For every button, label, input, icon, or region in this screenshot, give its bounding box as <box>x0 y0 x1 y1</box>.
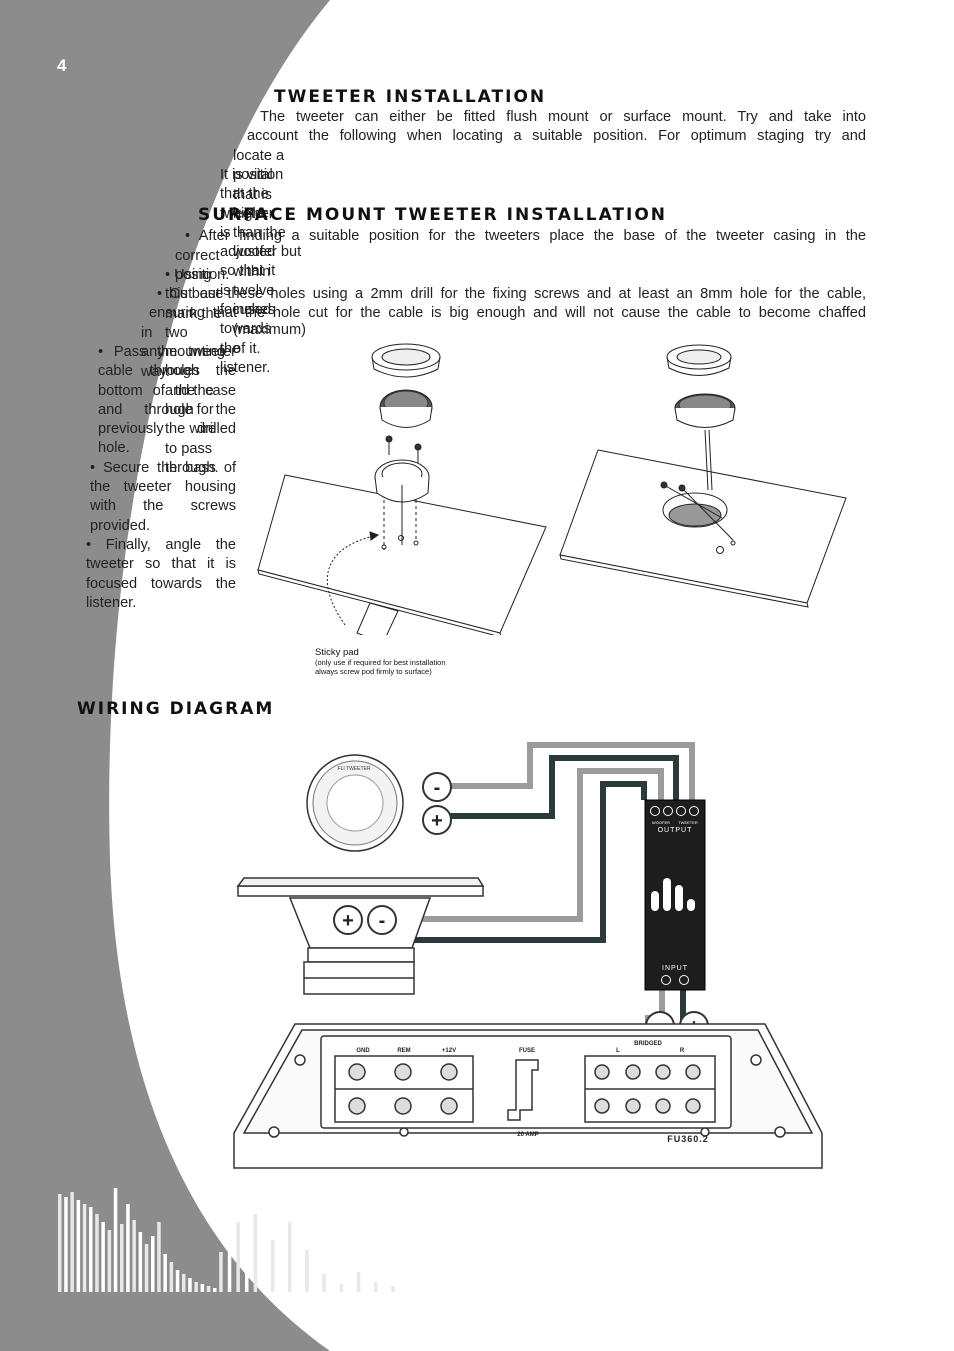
equalizer-bar <box>236 1222 240 1292</box>
equalizer-bar <box>213 1288 217 1292</box>
equalizer-bar <box>101 1222 105 1292</box>
side-steps: • Pass the tweeter cable through the bot… <box>86 343 236 613</box>
tweeter-brand-label: FLI TWEETER <box>338 766 371 772</box>
equalizer-bar <box>356 1272 361 1292</box>
equalizer-bar <box>107 1230 112 1292</box>
tweeter-installation-heading: Tweeter Installation <box>274 87 547 107</box>
side-step-3: • Finally, angle the tweeter so that it … <box>86 536 236 611</box>
amp-bridged-label: BRIDGED <box>634 1041 662 1047</box>
equalizer-bar <box>138 1232 143 1292</box>
tweeter-line-1: The tweeter can either be fitted flush m… <box>260 109 866 125</box>
surface-line-1: • After finding a suitable position for … <box>185 228 866 244</box>
equalizer-bar <box>163 1254 167 1292</box>
tweeter-plus-label: + <box>431 810 443 832</box>
equalizer-bar <box>58 1194 62 1292</box>
equalizer-bar <box>262 1228 266 1292</box>
amp-right-label: R <box>680 1048 685 1054</box>
crossover-unit: WOOFER TWEETER OUTPUT INPUT <box>644 799 706 991</box>
equalizer-bar <box>126 1204 130 1292</box>
tweeter-line-2: account the following when locating a su… <box>247 128 866 144</box>
amplifier <box>233 1023 823 1169</box>
surface-line-3: • Using this base mark the two mounting … <box>165 267 226 476</box>
equalizer-bar <box>374 1282 378 1292</box>
wiring-diagram: FLI TWEETER - + + - WOOFER TWEETER OUTPU… <box>233 742 823 1169</box>
equalizer-decoration <box>58 1188 395 1292</box>
surface-line-5: ensuring that the hole cut for the cable… <box>149 305 866 321</box>
amp-rem-label: REM <box>397 1048 410 1054</box>
amp-fuse-label: FUSE <box>519 1048 535 1054</box>
equalizer-bar <box>95 1214 99 1292</box>
equalizer-bar <box>151 1236 155 1292</box>
amp-12v-label: +12V <box>442 1048 456 1054</box>
equalizer-bar <box>339 1284 344 1292</box>
tweeter-line-4: It is vital that the tweeter is adjusted… <box>220 167 276 376</box>
amp-model-label: FU360.2 <box>667 1134 709 1144</box>
equalizer-bar <box>313 1258 318 1292</box>
equalizer-bar <box>82 1204 87 1292</box>
equalizer-bar <box>76 1200 81 1292</box>
equalizer-bar <box>89 1207 93 1292</box>
equalizer-bar <box>365 1278 369 1292</box>
equalizer-bar <box>182 1274 186 1292</box>
surface-line-4: • Cut out these holes using a 2mm drill … <box>157 286 866 302</box>
amp-rating-label: 20 AMP <box>517 1132 538 1138</box>
tweeter-minus-label: - <box>434 777 441 799</box>
equalizer-bar <box>169 1262 174 1292</box>
equalizer-bar <box>113 1188 118 1292</box>
equalizer-bar <box>322 1274 326 1292</box>
equalizer-bar <box>288 1222 292 1292</box>
crossover-output-label: OUTPUT <box>658 827 693 834</box>
equalizer-bar <box>382 1284 387 1292</box>
sticky-pad-caption: Sticky pad (only use if required for bes… <box>315 647 446 677</box>
equalizer-bar <box>200 1284 205 1292</box>
side-step-2: • Secure the bass of the tweeter housing… <box>90 459 236 534</box>
woofer-terminals: + - <box>333 905 397 935</box>
crossover-input-label: INPUT <box>662 965 688 972</box>
equalizer-bar <box>331 1280 335 1292</box>
equalizer-bar <box>296 1234 301 1292</box>
caption-line-1: (only use if required for best installat… <box>315 658 446 667</box>
wiring-diagram-heading: Wiring Diagram <box>77 699 275 719</box>
equalizer-bar <box>348 1286 352 1292</box>
equalizer-bar <box>270 1240 275 1292</box>
surface-line-6: in any way. <box>141 325 170 380</box>
equalizer-bar <box>175 1270 180 1292</box>
equalizer-bar <box>279 1248 283 1292</box>
equalizer-bar <box>391 1286 395 1292</box>
crossover-woofer-label: WOOFER <box>652 820 670 825</box>
caption-title: Sticky pad <box>315 647 359 658</box>
side-step-1: • Pass the tweeter cable through the bot… <box>98 344 236 457</box>
equalizer-bar <box>219 1252 223 1292</box>
equalizer-bar <box>132 1220 136 1292</box>
woofer-minus-label: - <box>379 910 386 932</box>
woofer-plus-label: + <box>342 910 354 932</box>
equalizer-bar <box>144 1244 149 1292</box>
caption-line-2: always screw pod firmly to surface) <box>315 667 432 676</box>
amp-gnd-label: GND <box>356 1048 370 1054</box>
tweeter-terminals: - + <box>422 772 452 835</box>
equalizer-bar <box>70 1192 74 1292</box>
equalizer-bar <box>64 1197 68 1292</box>
crossover-tweeter-label: TWEETER <box>678 820 698 825</box>
surface-line-2: correct position. <box>175 248 230 284</box>
equalizer-bar <box>305 1250 309 1292</box>
surface-mount-heading: Surface Mount Tweeter Installation <box>198 205 668 225</box>
equalizer-bar <box>206 1286 211 1292</box>
equalizer-bar <box>188 1278 192 1292</box>
page-number: 4 <box>57 56 67 75</box>
amp-left-label: L <box>616 1048 620 1054</box>
installation-illustration <box>257 343 847 635</box>
equalizer-bar <box>194 1282 198 1292</box>
equalizer-bar <box>227 1232 232 1292</box>
woofer-speaker <box>236 877 485 995</box>
tweeter-line-3: locate a position that is higher than th… <box>233 148 306 357</box>
equalizer-bar <box>245 1204 249 1292</box>
equalizer-bar <box>157 1222 161 1292</box>
equalizer-bar <box>253 1214 258 1292</box>
tweeter-speaker: FLI TWEETER <box>306 754 404 852</box>
equalizer-bar <box>120 1224 124 1292</box>
